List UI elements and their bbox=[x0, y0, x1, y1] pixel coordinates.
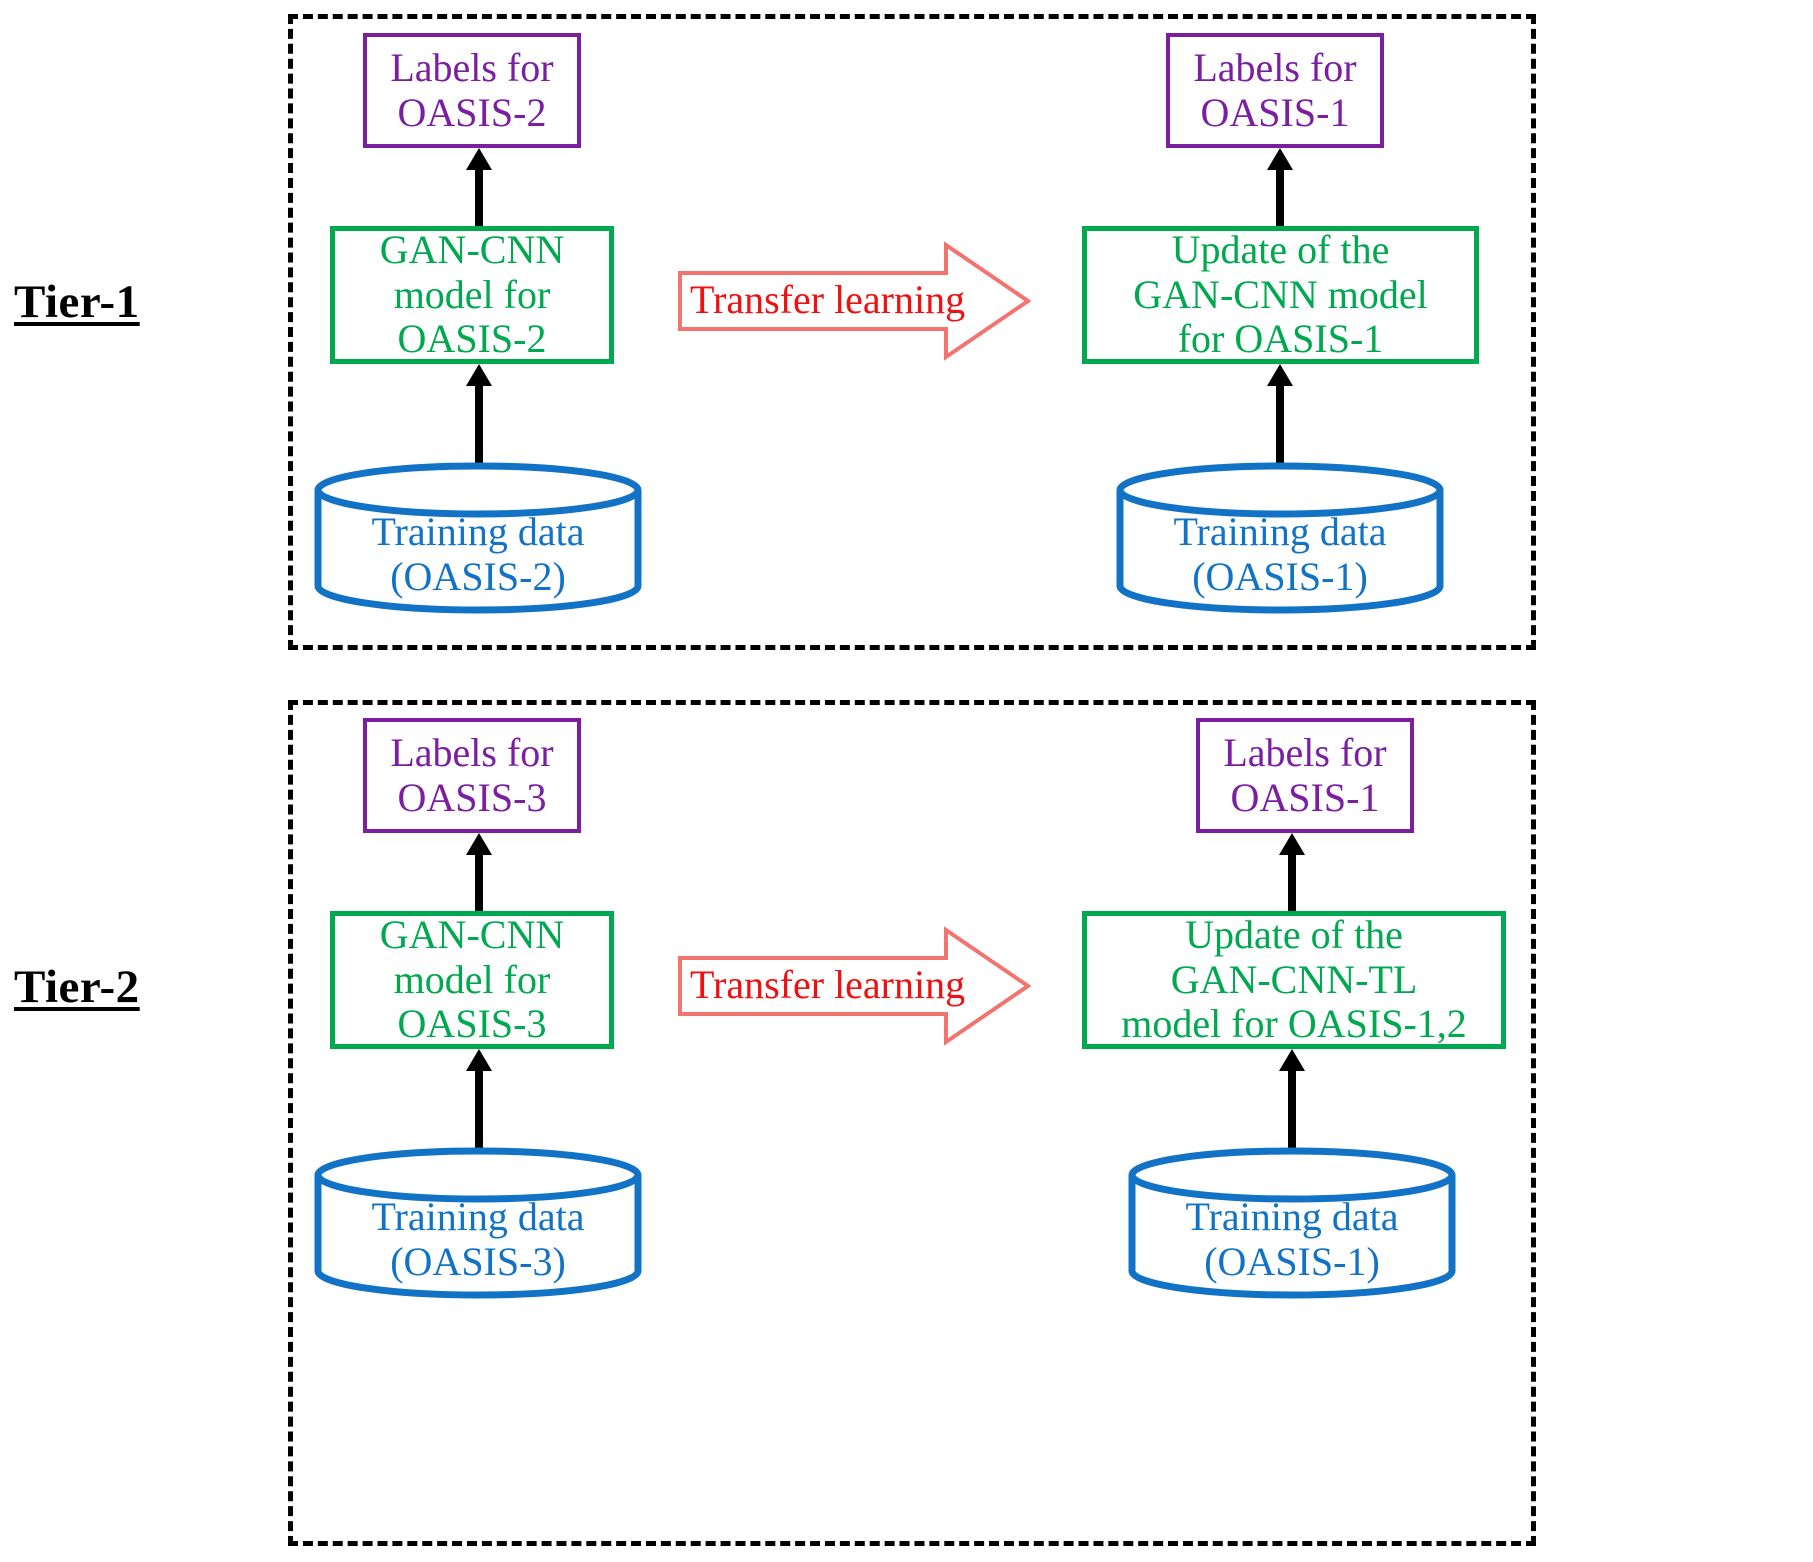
cylinder-shape bbox=[1116, 462, 1444, 614]
tier-1-transfer-arrow-label: Transfer learning bbox=[690, 277, 966, 322]
cylinder-shape bbox=[314, 1147, 642, 1299]
tier-2-left-training-data-cylinder: Training data (OASIS-3) bbox=[313, 1147, 643, 1299]
tier-2-left-training-data-text: Training data (OASIS-3) bbox=[371, 1194, 585, 1284]
tier-2-transfer-arrow bbox=[678, 926, 1032, 1046]
tier-1-left-model-box: GAN-CNN model for OASIS-2 bbox=[330, 226, 614, 364]
tier-1-right-arrow-data-to-model bbox=[1263, 364, 1297, 474]
tier-1-right-model-box: Update of the GAN-CNN model for OASIS-1 bbox=[1082, 226, 1479, 364]
tier-2-panel bbox=[288, 700, 1536, 1546]
tier-2-right-model-box: Update of the GAN-CNN-TL model for OASIS… bbox=[1082, 911, 1506, 1049]
tier-1-right-arrow-model-to-labels bbox=[1263, 148, 1297, 226]
tier-1-left-arrow-model-to-labels bbox=[462, 148, 496, 226]
tier-2-label: Tier-2 bbox=[14, 961, 140, 1013]
cylinder-shape bbox=[1128, 1147, 1456, 1299]
tier-1-transfer-arrow bbox=[678, 241, 1032, 361]
tier-1-left-arrow-data-to-model bbox=[462, 364, 496, 474]
tier-2-left-labels-box: Labels for OASIS-3 bbox=[363, 718, 581, 833]
tier-2-right-labels-box: Labels for OASIS-1 bbox=[1196, 718, 1414, 833]
tier-1-right-training-data-cylinder: Training data (OASIS-1) bbox=[1115, 462, 1445, 614]
tier-2-transfer-arrow-label: Transfer learning bbox=[690, 962, 966, 1007]
tier-1-right-labels-box: Labels for OASIS-1 bbox=[1166, 33, 1384, 148]
tier-1-left-labels-box: Labels for OASIS-2 bbox=[363, 33, 581, 148]
tier-1-right-training-data-text: Training data (OASIS-1) bbox=[1173, 509, 1387, 599]
tier-2-right-training-data-cylinder: Training data (OASIS-1) bbox=[1127, 1147, 1457, 1299]
tier-1-label: Tier-1 bbox=[14, 276, 140, 328]
tier-2-right-training-data-text: Training data (OASIS-1) bbox=[1185, 1194, 1399, 1284]
tier-2-left-arrow-data-to-model bbox=[462, 1049, 496, 1159]
tier-1-panel bbox=[288, 14, 1536, 650]
tier-2-left-arrow-model-to-labels bbox=[462, 833, 496, 911]
tier-1-left-training-data-text: Training data (OASIS-2) bbox=[371, 509, 585, 599]
tier-2-left-model-box: GAN-CNN model for OASIS-3 bbox=[330, 911, 614, 1049]
tier-2-right-arrow-data-to-model bbox=[1275, 1049, 1309, 1159]
cylinder-shape bbox=[314, 462, 642, 614]
tier-2-right-arrow-model-to-labels bbox=[1275, 833, 1309, 911]
tier-1-left-training-data-cylinder: Training data (OASIS-2) bbox=[313, 462, 643, 614]
